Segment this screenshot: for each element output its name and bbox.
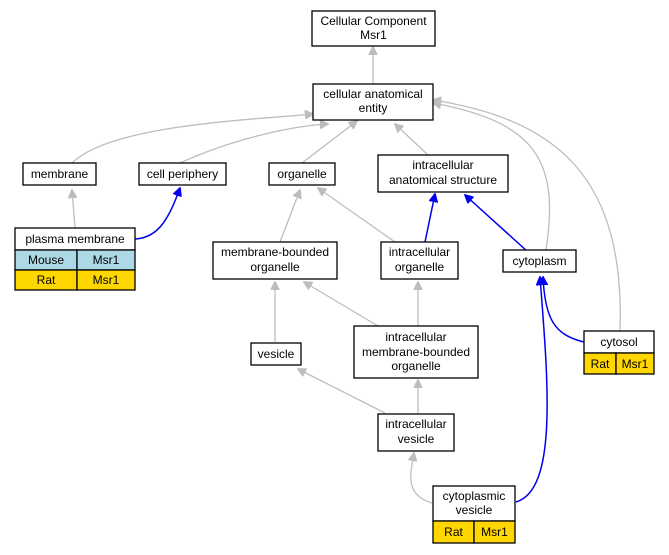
node-label-line: membrane-bounded bbox=[362, 345, 470, 359]
annotation-gene-rat bbox=[615, 352, 655, 375]
edges bbox=[71, 47, 621, 504]
node-intracellular-anatomical-structure[interactable]: intracellular anatomical structure bbox=[377, 154, 509, 193]
node-cytoplasm[interactable]: cytoplasm bbox=[502, 249, 577, 273]
edge-cytoplasm-to-ias bbox=[465, 195, 529, 253]
node-intracellular-membrane-bounded-organelle[interactable]: intracellular membrane-bounded organelle bbox=[353, 325, 479, 379]
node-label-line: cytoplasmic bbox=[443, 489, 506, 503]
edge-imbo-to-mbo bbox=[304, 282, 379, 327]
edge-plasma-membrane-to-membrane bbox=[72, 190, 75, 229]
node-label-line: organelle bbox=[391, 359, 441, 373]
node-vesicle[interactable]: vesicle bbox=[250, 342, 302, 366]
annotation-gene-label: Msr1 bbox=[481, 525, 508, 539]
node-label-line: organelle bbox=[277, 167, 327, 181]
annotation-species-label: Rat bbox=[591, 357, 610, 371]
edge-cv-to-iv bbox=[411, 453, 433, 504]
edge-cv-to-cytoplasm bbox=[515, 277, 548, 503]
node-label-line: Cellular Component bbox=[320, 14, 427, 28]
edge-cytosol-to-cae bbox=[433, 100, 621, 332]
edge-membrane-to-cae bbox=[71, 114, 313, 164]
annotation-gene-rat bbox=[76, 269, 136, 291]
node-label-line: organelle bbox=[395, 260, 445, 274]
node-label-line: Msr1 bbox=[360, 28, 387, 42]
annotation-species-label: Mouse bbox=[28, 253, 64, 267]
annotation-gene-label: Msr1 bbox=[93, 253, 120, 267]
node-label-line: vesicle bbox=[258, 347, 295, 361]
annotation-gene-label: Msr1 bbox=[93, 273, 120, 287]
edge-io-to-organelle bbox=[318, 188, 396, 243]
edge-ias-to-cae bbox=[395, 124, 429, 156]
annotation-gene-rat bbox=[473, 520, 516, 544]
edge-cytosol-to-cytoplasm bbox=[543, 277, 585, 343]
node-label-line: cytosol bbox=[600, 335, 637, 349]
node-intracellular-organelle[interactable]: intracellular organelle bbox=[380, 241, 459, 280]
node-cytosol[interactable]: cytosol Rat Msr1 bbox=[583, 330, 655, 375]
edge-cytoplasm-to-cae bbox=[433, 103, 551, 251]
annotation-gene-label: Msr1 bbox=[622, 357, 649, 371]
edge-organelle-to-cae bbox=[301, 121, 357, 164]
node-label-line: plasma membrane bbox=[25, 232, 125, 246]
node-plasma-membrane[interactable]: plasma membrane Mouse Msr1 Rat Msr1 bbox=[14, 227, 136, 291]
node-label-line: cytoplasm bbox=[512, 254, 566, 268]
node-cellular-anatomical-entity[interactable]: cellular anatomical entity bbox=[312, 83, 434, 121]
node-label-line: intracellular bbox=[385, 417, 446, 431]
node-label-line: cellular anatomical bbox=[323, 87, 422, 101]
node-label-line: organelle bbox=[250, 260, 300, 274]
node-label-line: membrane bbox=[31, 167, 89, 181]
edge-mbo-to-organelle bbox=[279, 190, 300, 243]
node-intracellular-vesicle[interactable]: intracellular vesicle bbox=[377, 413, 455, 452]
node-cellular-component[interactable]: Cellular Component Msr1 bbox=[311, 10, 436, 47]
node-label-line: cell periphery bbox=[147, 167, 218, 181]
node-cytoplasmic-vesicle[interactable]: cytoplasmic vesicle Rat Msr1 bbox=[432, 485, 516, 544]
nodes: Cellular Component Msr1 cellular anatomi… bbox=[14, 10, 655, 544]
node-label-line: vesicle bbox=[456, 503, 493, 517]
node-label-line: intracellular bbox=[412, 158, 473, 172]
edge-plasma-membrane-to-cell-periphery bbox=[134, 188, 180, 240]
node-membrane-bounded-organelle[interactable]: membrane-bounded organelle bbox=[212, 241, 338, 280]
node-label-line: anatomical structure bbox=[389, 173, 497, 187]
node-label-line: intracellular bbox=[389, 245, 450, 259]
annotation-species-label: Rat bbox=[444, 525, 463, 539]
node-label-line: entity bbox=[359, 101, 388, 115]
node-membrane[interactable]: membrane bbox=[22, 162, 97, 186]
node-cell-periphery[interactable]: cell periphery bbox=[138, 162, 227, 186]
node-label-line: membrane-bounded bbox=[221, 245, 329, 259]
edge-io-to-ias bbox=[424, 194, 435, 243]
node-organelle[interactable]: organelle bbox=[268, 162, 336, 186]
annotation-species-label: Rat bbox=[37, 273, 56, 287]
edge-cell-periphery-to-cae bbox=[179, 124, 328, 164]
node-label-line: intracellular bbox=[385, 330, 446, 344]
node-label-line: vesicle bbox=[398, 432, 435, 446]
edge-iv-to-vesicle bbox=[298, 369, 386, 414]
